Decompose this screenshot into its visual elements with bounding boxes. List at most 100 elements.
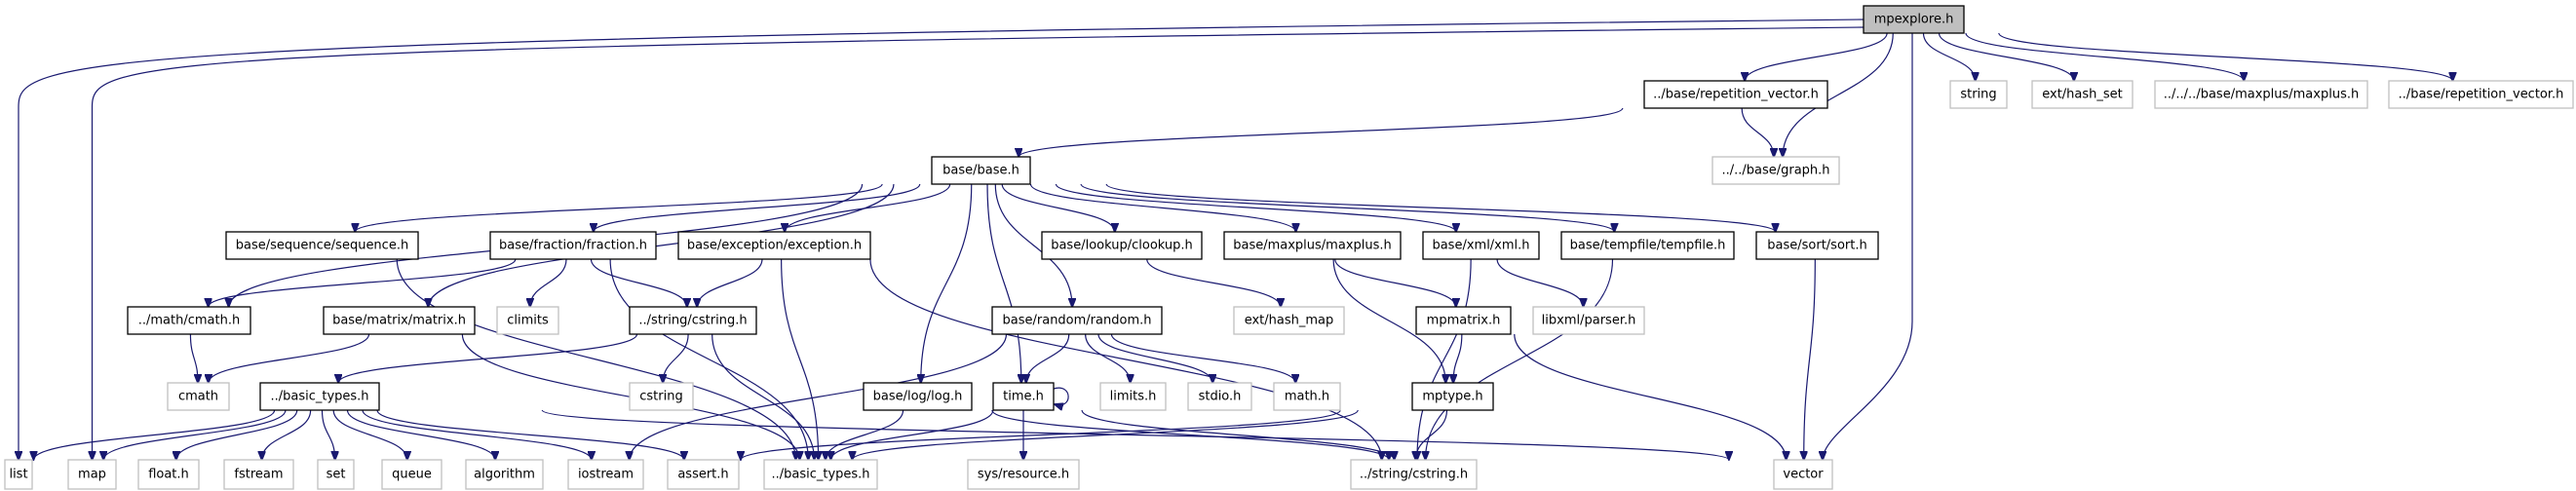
node-box[interactable]	[1422, 231, 1540, 260]
node-repvec1[interactable]: ../base/repetition_vector.h	[1643, 80, 1828, 109]
node-box[interactable]	[127, 306, 251, 335]
edge-basictypes1-to-list	[33, 409, 276, 460]
node-label: base/exception/exception.h	[687, 239, 862, 253]
node-basictypes1[interactable]: ../basic_types.h	[259, 382, 380, 411]
node-mpmatrix[interactable]: mpmatrix.h	[1415, 306, 1512, 335]
node-queue: queue	[381, 459, 442, 490]
edge-base-to-xml	[1055, 183, 1455, 232]
node-box[interactable]	[489, 231, 657, 260]
edge-base-to-sort	[1105, 183, 1775, 232]
node-box	[223, 459, 294, 490]
node-box	[567, 459, 644, 490]
node-sort[interactable]: base/sort/sort.h	[1755, 231, 1879, 260]
edge-repvec1-to-base	[1019, 107, 1624, 157]
node-sysresource: sys/resource.h	[967, 459, 1080, 490]
node-box[interactable]	[1041, 231, 1203, 260]
node-label: math.h	[1285, 390, 1329, 404]
node-strcstring1[interactable]: ../string/cstring.h	[629, 306, 757, 335]
node-box[interactable]	[1411, 382, 1494, 411]
node-box	[465, 459, 544, 490]
edge-mpexplore-to-hash_set	[1938, 32, 2073, 81]
node-clookup[interactable]: base/lookup/clookup.h	[1041, 231, 1203, 260]
node-base[interactable]: base/base.h	[931, 156, 1031, 185]
edge-mpexplore-to-map	[93, 26, 1865, 460]
node-matrix[interactable]: base/matrix/matrix.h	[323, 306, 476, 335]
node-box[interactable]	[1863, 5, 1965, 34]
node-log[interactable]: base/log/log.h	[863, 382, 973, 411]
node-box	[1350, 459, 1478, 490]
edge-random-to-iostream	[630, 333, 1008, 460]
node-box[interactable]	[323, 306, 476, 335]
node-box[interactable]	[863, 382, 973, 411]
node-box[interactable]	[1415, 306, 1512, 335]
node-label: base/sequence/sequence.h	[236, 239, 408, 253]
node-label: map	[78, 468, 106, 482]
node-stdio: stdio.h	[1187, 382, 1252, 411]
edge-strcstring1-to-cstring	[663, 333, 689, 383]
node-label: fstream	[234, 468, 283, 482]
node-mpexplore[interactable]: mpexplore.h	[1863, 5, 1965, 34]
node-label: ../../../base/maxplus/maxplus.h	[2164, 88, 2359, 102]
node-box[interactable]	[225, 231, 419, 260]
node-label: float.h	[148, 468, 189, 482]
node-box	[967, 459, 1080, 490]
node-repvec2: ../base/repetition_vector.h	[2388, 80, 2574, 109]
node-limits: limits.h	[1099, 382, 1167, 411]
node-label: libxml/parser.h	[1542, 314, 1636, 328]
edge-basictypes1-to-fstream	[262, 409, 312, 460]
node-box	[2388, 80, 2574, 109]
node-label: cmath	[178, 390, 218, 404]
node-box[interactable]	[931, 156, 1031, 185]
node-label: mpmatrix.h	[1427, 314, 1501, 328]
node-box[interactable]	[1755, 231, 1879, 260]
edge-mpexplore-to-vector	[1823, 33, 1913, 460]
node-box	[667, 459, 740, 490]
node-time[interactable]: time.h	[992, 382, 1055, 411]
node-mathcmath[interactable]: ../math/cmath.h	[127, 306, 251, 335]
node-xml[interactable]: base/xml/xml.h	[1422, 231, 1540, 260]
edge-mpexplore-to-repvec1	[1745, 32, 1888, 81]
node-box[interactable]	[1223, 231, 1402, 260]
node-box	[2031, 80, 2134, 109]
edge-time-to-strcstring2	[1081, 409, 1394, 460]
node-fraction[interactable]: base/fraction/fraction.h	[489, 231, 657, 260]
node-iostream: iostream	[567, 459, 644, 490]
edge-base-to-exception	[785, 183, 951, 232]
edge-mpexplore-to-maxplus_ext	[1965, 32, 2244, 81]
edges-layer	[19, 19, 2452, 460]
node-label: ../basic_types.h	[270, 390, 368, 404]
node-box[interactable]	[259, 382, 380, 411]
node-label: base/lookup/clookup.h	[1051, 239, 1193, 253]
node-sequence[interactable]: base/sequence/sequence.h	[225, 231, 419, 260]
edge-fraction-to-mathcmath	[209, 258, 517, 307]
node-box[interactable]	[677, 231, 871, 260]
node-box[interactable]	[1560, 231, 1735, 260]
node-tempfile[interactable]: base/tempfile/tempfile.h	[1560, 231, 1735, 260]
edge-mptype-to-basictypes2	[852, 409, 1359, 460]
node-box[interactable]	[992, 382, 1055, 411]
node-box	[2154, 80, 2368, 109]
node-maxplus[interactable]: base/maxplus/maxplus.h	[1223, 231, 1402, 260]
node-box[interactable]	[991, 306, 1163, 335]
node-box	[496, 306, 559, 335]
node-assert: assert.h	[667, 459, 740, 490]
edge-strcstring1-to-basictypes1	[338, 333, 638, 383]
edge-basictypes1-to-queue	[332, 409, 407, 460]
node-mptype[interactable]: mptype.h	[1411, 382, 1494, 411]
node-box[interactable]	[629, 306, 757, 335]
node-box[interactable]	[1643, 80, 1828, 109]
node-label: mpexplore.h	[1874, 13, 1954, 27]
node-random[interactable]: base/random/random.h	[991, 306, 1163, 335]
node-label: ../basic_types.h	[771, 468, 869, 482]
node-box	[381, 459, 442, 490]
edge-mpexplore-to-list	[19, 19, 1865, 460]
edge-mpexplore-to-string	[1922, 32, 1975, 81]
node-box	[317, 459, 355, 490]
edge-mpmatrix-to-mptype	[1453, 333, 1463, 383]
edge-xml-to-libxml	[1496, 258, 1583, 307]
node-label: climits	[507, 314, 549, 328]
node-label: set	[327, 468, 346, 482]
node-label: ../../base/graph.h	[1721, 164, 1829, 178]
node-label: cstring	[639, 390, 682, 404]
node-exception[interactable]: base/exception/exception.h	[677, 231, 871, 260]
